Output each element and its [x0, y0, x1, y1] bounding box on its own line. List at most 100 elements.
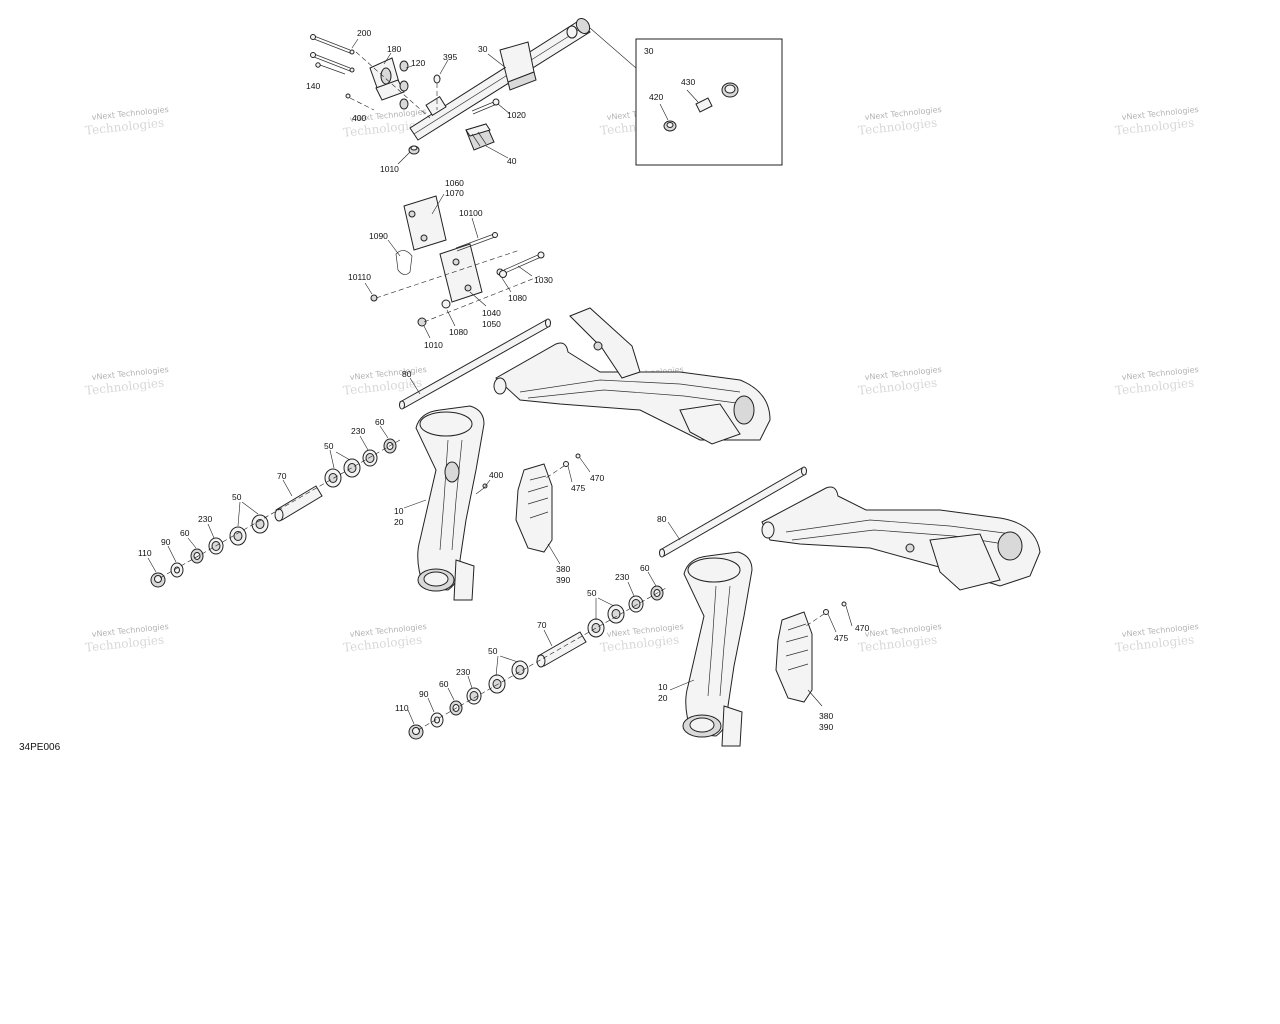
spacer-70-right [536, 631, 587, 668]
callout-70: 70 [537, 620, 547, 630]
callout-40: 40 [507, 156, 517, 166]
link-bracket-assembly: 1060 1070 10100 1090 10110 1030 1080 104… [348, 178, 553, 350]
washer-420 [663, 120, 677, 132]
callout-380: 380 [819, 711, 833, 721]
callout-80: 80 [402, 369, 412, 379]
inset-label-30: 30 [644, 46, 654, 56]
nut-10110 [370, 294, 378, 302]
watermark: Technologies vNext Technologies [857, 105, 942, 138]
watermark: Technologies vNext Technologies [1114, 365, 1199, 398]
knuckle-right [682, 551, 753, 747]
callout-90: 90 [419, 689, 429, 699]
callout-1060: 1060 [445, 178, 464, 188]
callout-470: 470 [590, 473, 604, 483]
callout-390: 390 [819, 722, 833, 732]
watermark: Technologies vNext Technologies [342, 622, 427, 655]
watermark: Technologies vNext Technologies [84, 105, 169, 138]
callout-400: 400 [352, 113, 366, 123]
callout-1020: 1020 [507, 110, 526, 120]
detail-inset: 30 430 420 [635, 38, 783, 166]
plate-1040 [439, 243, 483, 303]
cover-right [775, 611, 813, 703]
bearing-50-right-b2 [488, 674, 506, 694]
callout-10: 10 [394, 506, 404, 516]
left-trailing-arm-assembly: 80 230 60 50 70 50 230 60 90 110 10 20 4… [138, 307, 771, 601]
callout-470: 470 [855, 623, 869, 633]
callout-110: 110 [395, 703, 409, 713]
screw-470-right [805, 601, 847, 627]
bearing-50-left-b2 [229, 526, 247, 546]
screw-395 [433, 74, 441, 110]
callout-430: 430 [681, 77, 695, 87]
callout-70: 70 [277, 471, 287, 481]
bushing-430 [721, 82, 739, 98]
callout-1070: 1070 [445, 188, 464, 198]
cover-left [515, 463, 553, 553]
bushing-120 [399, 60, 409, 110]
callout-50: 50 [587, 588, 597, 598]
bearing-60-left-b [190, 548, 204, 564]
washer-90-left [170, 562, 184, 578]
washer-1080 [441, 270, 507, 309]
callout-230: 230 [351, 426, 365, 436]
callout-10: 10 [658, 682, 668, 692]
bracket-180 [369, 57, 405, 101]
callout-1040: 1040 [482, 308, 501, 318]
nut-1010-mid [417, 317, 427, 327]
nut-1010 [408, 145, 420, 155]
callout-20: 20 [658, 693, 668, 703]
watermark: Technologies vNext Technologies [857, 622, 942, 655]
bearing-50-right-b [511, 660, 529, 680]
callout-10100: 10100 [459, 208, 483, 218]
bolt-10100 [455, 232, 498, 252]
shaft-80-left [399, 318, 551, 410]
shaft-80-right [659, 466, 807, 558]
callout-80: 80 [657, 514, 667, 524]
right-trailing-arm-assembly: 80 230 60 50 70 50 230 60 90 110 10 20 4… [395, 466, 1041, 747]
knuckle-left [415, 405, 485, 601]
callout-10110: 10110 [348, 272, 371, 282]
callout-30: 30 [478, 44, 488, 54]
callout-475: 475 [571, 483, 585, 493]
callout-60: 60 [375, 417, 385, 427]
diagram-code: 34PE006 [19, 742, 61, 753]
callout-1080: 1080 [508, 293, 527, 303]
plate-1060 [403, 195, 447, 251]
nut-110-right [408, 724, 424, 740]
callout-140: 140 [306, 81, 320, 91]
trailing-arm-left [493, 307, 771, 445]
callout-1010: 1010 [380, 164, 399, 174]
callout-230: 230 [456, 667, 470, 677]
callout-230: 230 [198, 514, 212, 524]
watermark: Technologies vNext Technologies [84, 622, 169, 655]
screw-400 [345, 93, 375, 111]
bearing-50-left-a2 [324, 468, 342, 488]
nut-110-left [150, 572, 166, 588]
bearing-50-left-a [343, 458, 361, 478]
bearing-50-right-a2 [587, 618, 605, 638]
seal-230-right-a [628, 595, 644, 613]
seal-230-left-a [362, 449, 378, 467]
callout-390: 390 [556, 575, 570, 585]
watermark: Technologies vNext Technologies [857, 365, 942, 398]
callout-60: 60 [439, 679, 449, 689]
watermark: Technologies vNext Technologies [84, 365, 169, 398]
bolt-200 [310, 34, 355, 55]
callout-20: 20 [394, 517, 404, 527]
spacer-70-left [274, 485, 323, 522]
callout-230: 230 [615, 572, 629, 582]
callout-395: 395 [443, 52, 457, 62]
trailing-arm-right [761, 486, 1041, 591]
callout-180: 180 [387, 44, 401, 54]
bolt-140 [310, 52, 355, 75]
callout-1030: 1030 [534, 275, 553, 285]
callout-380: 380 [556, 564, 570, 574]
callout-50: 50 [232, 492, 242, 502]
callout-50: 50 [324, 441, 334, 451]
sway-bar-tube [409, 18, 591, 141]
watermark: Technologies vNext Technologies [599, 622, 684, 655]
washer-90-right [430, 712, 444, 728]
callout-200: 200 [357, 28, 371, 38]
callout-1050: 1050 [482, 319, 501, 329]
